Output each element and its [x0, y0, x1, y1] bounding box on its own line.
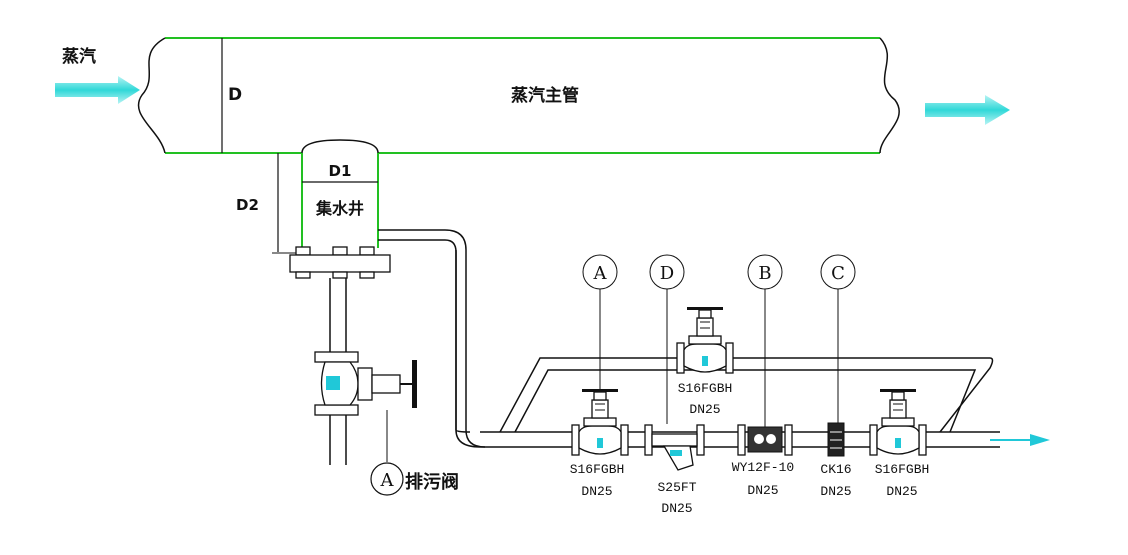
- component-model: S16FGBH: [875, 462, 930, 477]
- strainer-icon: [644, 424, 705, 471]
- flow-arrow-out-icon: [925, 95, 1010, 125]
- callout-c: C: [831, 263, 845, 284]
- steam-main-pipe: 蒸汽主管 D: [137, 37, 900, 154]
- component-size: DN25: [581, 484, 612, 499]
- trap-icon: [737, 424, 793, 456]
- blowdown-drain: A 排污阀: [314, 278, 459, 496]
- flow-arrow-outlet-icon: [1030, 434, 1050, 446]
- steam-label: 蒸汽: [62, 46, 96, 67]
- bypass-valve-model: S16FGBH: [678, 381, 733, 396]
- component-size: DN25: [886, 484, 917, 499]
- callouts: A D B C: [582, 254, 856, 427]
- steam-inlet: 蒸汽: [55, 46, 140, 104]
- callout-d: D: [660, 263, 674, 284]
- flow-arrow-in-icon: [55, 76, 140, 104]
- dim-d1-label: D1: [329, 162, 352, 180]
- component-model: S16FGBH: [570, 462, 625, 477]
- drip-well-label: 集水井: [315, 199, 364, 218]
- globe-valve-outlet-icon: [869, 388, 927, 456]
- component-labels: S16FGBH DN25 S25FT DN25 WY12F-10 DN25 CK…: [570, 381, 930, 516]
- check-valve-icon: [827, 422, 845, 457]
- callout-a: A: [593, 263, 608, 284]
- drip-well: D1 集水井 D2: [236, 139, 391, 279]
- dim-d2-label: D2: [236, 196, 259, 214]
- component-size: DN25: [661, 501, 692, 516]
- condensate-pipe: [378, 229, 1050, 448]
- component-model: WY12F-10: [732, 460, 794, 475]
- component-size: DN25: [747, 483, 778, 498]
- main-pipe-label: 蒸汽主管: [511, 85, 579, 106]
- callout-b: B: [758, 263, 771, 284]
- component-model: CK16: [820, 462, 851, 477]
- bypass-valve-icon: [676, 306, 734, 374]
- component-size: DN25: [820, 484, 851, 499]
- globe-valve-a-icon: [571, 388, 629, 456]
- component-model: S25FT: [657, 480, 696, 495]
- dim-d-label: D: [228, 85, 242, 105]
- blowdown-valve-label: 排污阀: [405, 471, 459, 493]
- blowdown-tag: A: [380, 470, 395, 491]
- bypass-valve-size: DN25: [689, 402, 720, 417]
